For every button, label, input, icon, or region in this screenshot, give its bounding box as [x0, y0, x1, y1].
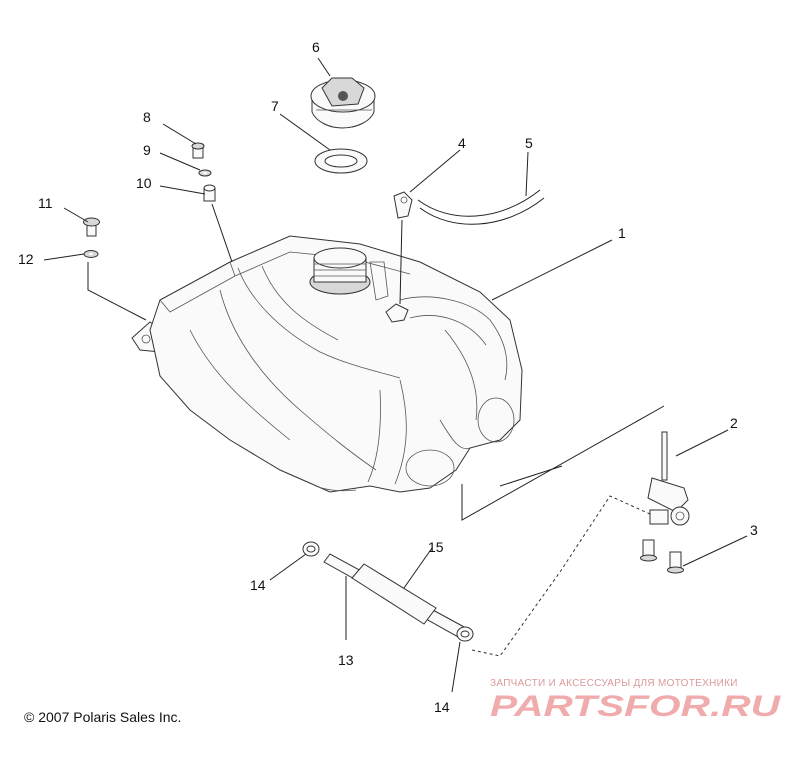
callout-10: 10	[136, 175, 152, 191]
leader-lines	[43, 57, 748, 693]
callout-14-lower: 14	[434, 699, 450, 715]
callout-4: 4	[458, 135, 466, 151]
cap-gasket	[314, 148, 368, 174]
copyright-notice: © 2007 Polaris Sales Inc.	[24, 709, 182, 725]
watermark-tagline: ЗАПЧАСТИ И АКСЕССУАРЫ ДЛЯ МОТОТЕХНИКИ	[490, 678, 738, 689]
callout-11: 11	[38, 195, 53, 211]
callout-9: 9	[143, 142, 151, 158]
callout-12: 12	[18, 251, 34, 267]
watermark-logo: PARTSFOR.RU	[490, 690, 782, 723]
screw-8	[191, 142, 205, 159]
callout-6: 6	[312, 39, 320, 55]
fuel-valve	[647, 431, 690, 526]
callout-15: 15	[428, 539, 444, 555]
gas-cap	[310, 77, 376, 129]
line-sleeve	[351, 563, 437, 625]
vent-hose	[417, 189, 545, 225]
elbow-fitting	[393, 191, 413, 219]
bolt-11	[83, 217, 100, 237]
washer-12	[83, 250, 99, 258]
callout-14-upper: 14	[250, 577, 266, 593]
clamp-14-upper	[302, 541, 320, 557]
callout-1: 1	[618, 225, 626, 241]
callout-13: 13	[338, 652, 354, 668]
fuel-tank	[131, 235, 523, 493]
clamp-14-lower	[456, 626, 474, 642]
valve-screw-a	[640, 539, 657, 562]
callout-8: 8	[143, 109, 151, 125]
callout-2: 2	[730, 415, 738, 431]
valve-screw-b	[667, 551, 684, 574]
callout-7: 7	[271, 98, 279, 114]
callout-5: 5	[525, 135, 533, 151]
grommet-10	[203, 184, 216, 202]
washer-9	[198, 169, 212, 177]
callout-3: 3	[750, 522, 758, 538]
